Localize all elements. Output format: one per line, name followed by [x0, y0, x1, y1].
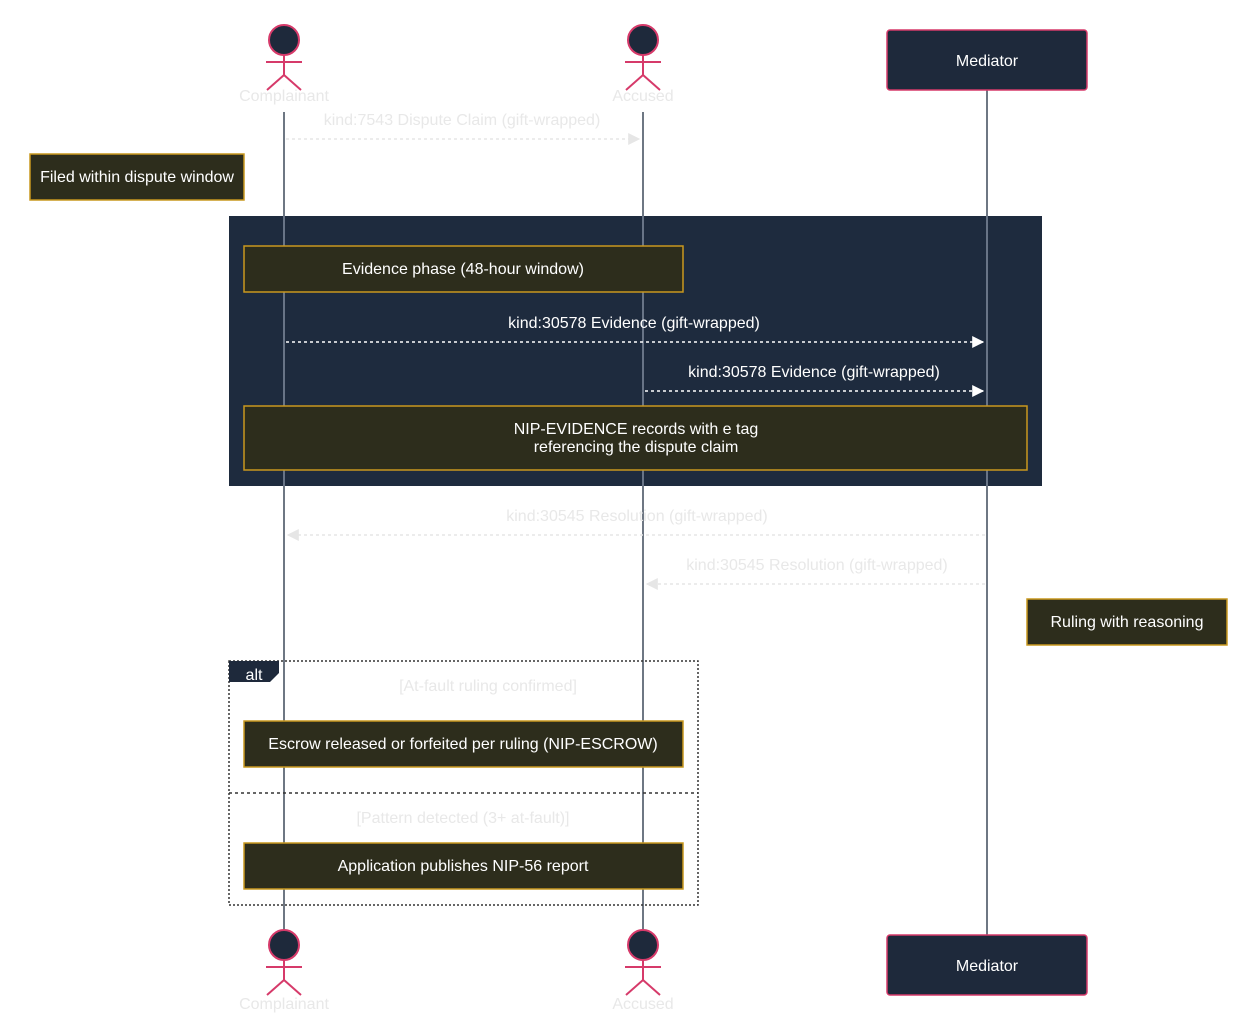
- alt-condition-2: [Pattern detected (3+ at-fault)]: [356, 810, 569, 827]
- nip56-note: Application publishes NIP-56 report: [243, 842, 684, 890]
- accused-label-top: Accused: [612, 88, 673, 105]
- filed-window-note: Filed within dispute window: [29, 153, 245, 201]
- alt-label: alt: [246, 667, 263, 684]
- accused-actor-top: Accused: [612, 24, 674, 105]
- mediator-box-bottom: Mediator: [886, 934, 1088, 996]
- complainant-label-top: Complainant: [239, 88, 329, 105]
- nip-evidence-note: NIP-EVIDENCE records with e tag referenc…: [243, 405, 1028, 471]
- ruling-note: Ruling with reasoning: [1026, 598, 1228, 646]
- evidence-phase-note: Evidence phase (48-hour window): [243, 245, 684, 293]
- complainant-actor-bottom: Complainant: [239, 929, 329, 1013]
- evidence-complainant-label: kind:30578 Evidence (gift-wrapped): [508, 315, 760, 332]
- alt-block: alt [At-fault ruling confirmed] [Pattern…: [228, 660, 699, 906]
- nip56-text: Application publishes NIP-56 report: [338, 858, 589, 875]
- escrow-text: Escrow released or forfeited per ruling …: [268, 736, 657, 753]
- filed-window-text: Filed within dispute window: [40, 169, 234, 186]
- mediator-label-bottom: Mediator: [956, 958, 1019, 975]
- resolution-accused-label: kind:30545 Resolution (gift-wrapped): [686, 557, 947, 574]
- accused-label-bottom: Accused: [612, 996, 673, 1013]
- evidence-phase-text: Evidence phase (48-hour window): [342, 261, 584, 278]
- nip-evidence-text-line2: referencing the dispute claim: [534, 439, 739, 456]
- nip-evidence-text-line1: NIP-EVIDENCE records with e tag: [514, 421, 759, 438]
- complainant-actor-top: Complainant: [239, 24, 329, 105]
- mediator-box-top: Mediator: [886, 29, 1088, 91]
- escrow-note: Escrow released or forfeited per ruling …: [243, 720, 684, 768]
- evidence-accused-label: kind:30578 Evidence (gift-wrapped): [688, 364, 940, 381]
- alt-condition-1: [At-fault ruling confirmed]: [399, 678, 577, 695]
- accused-actor-bottom: Accused: [612, 929, 674, 1013]
- complainant-label-bottom: Complainant: [239, 996, 329, 1013]
- mediator-label-top: Mediator: [956, 53, 1019, 70]
- resolution-complainant-label: kind:30545 Resolution (gift-wrapped): [506, 508, 767, 525]
- ruling-text: Ruling with reasoning: [1051, 614, 1204, 631]
- dispute-claim-label: kind:7543 Dispute Claim (gift-wrapped): [324, 112, 601, 129]
